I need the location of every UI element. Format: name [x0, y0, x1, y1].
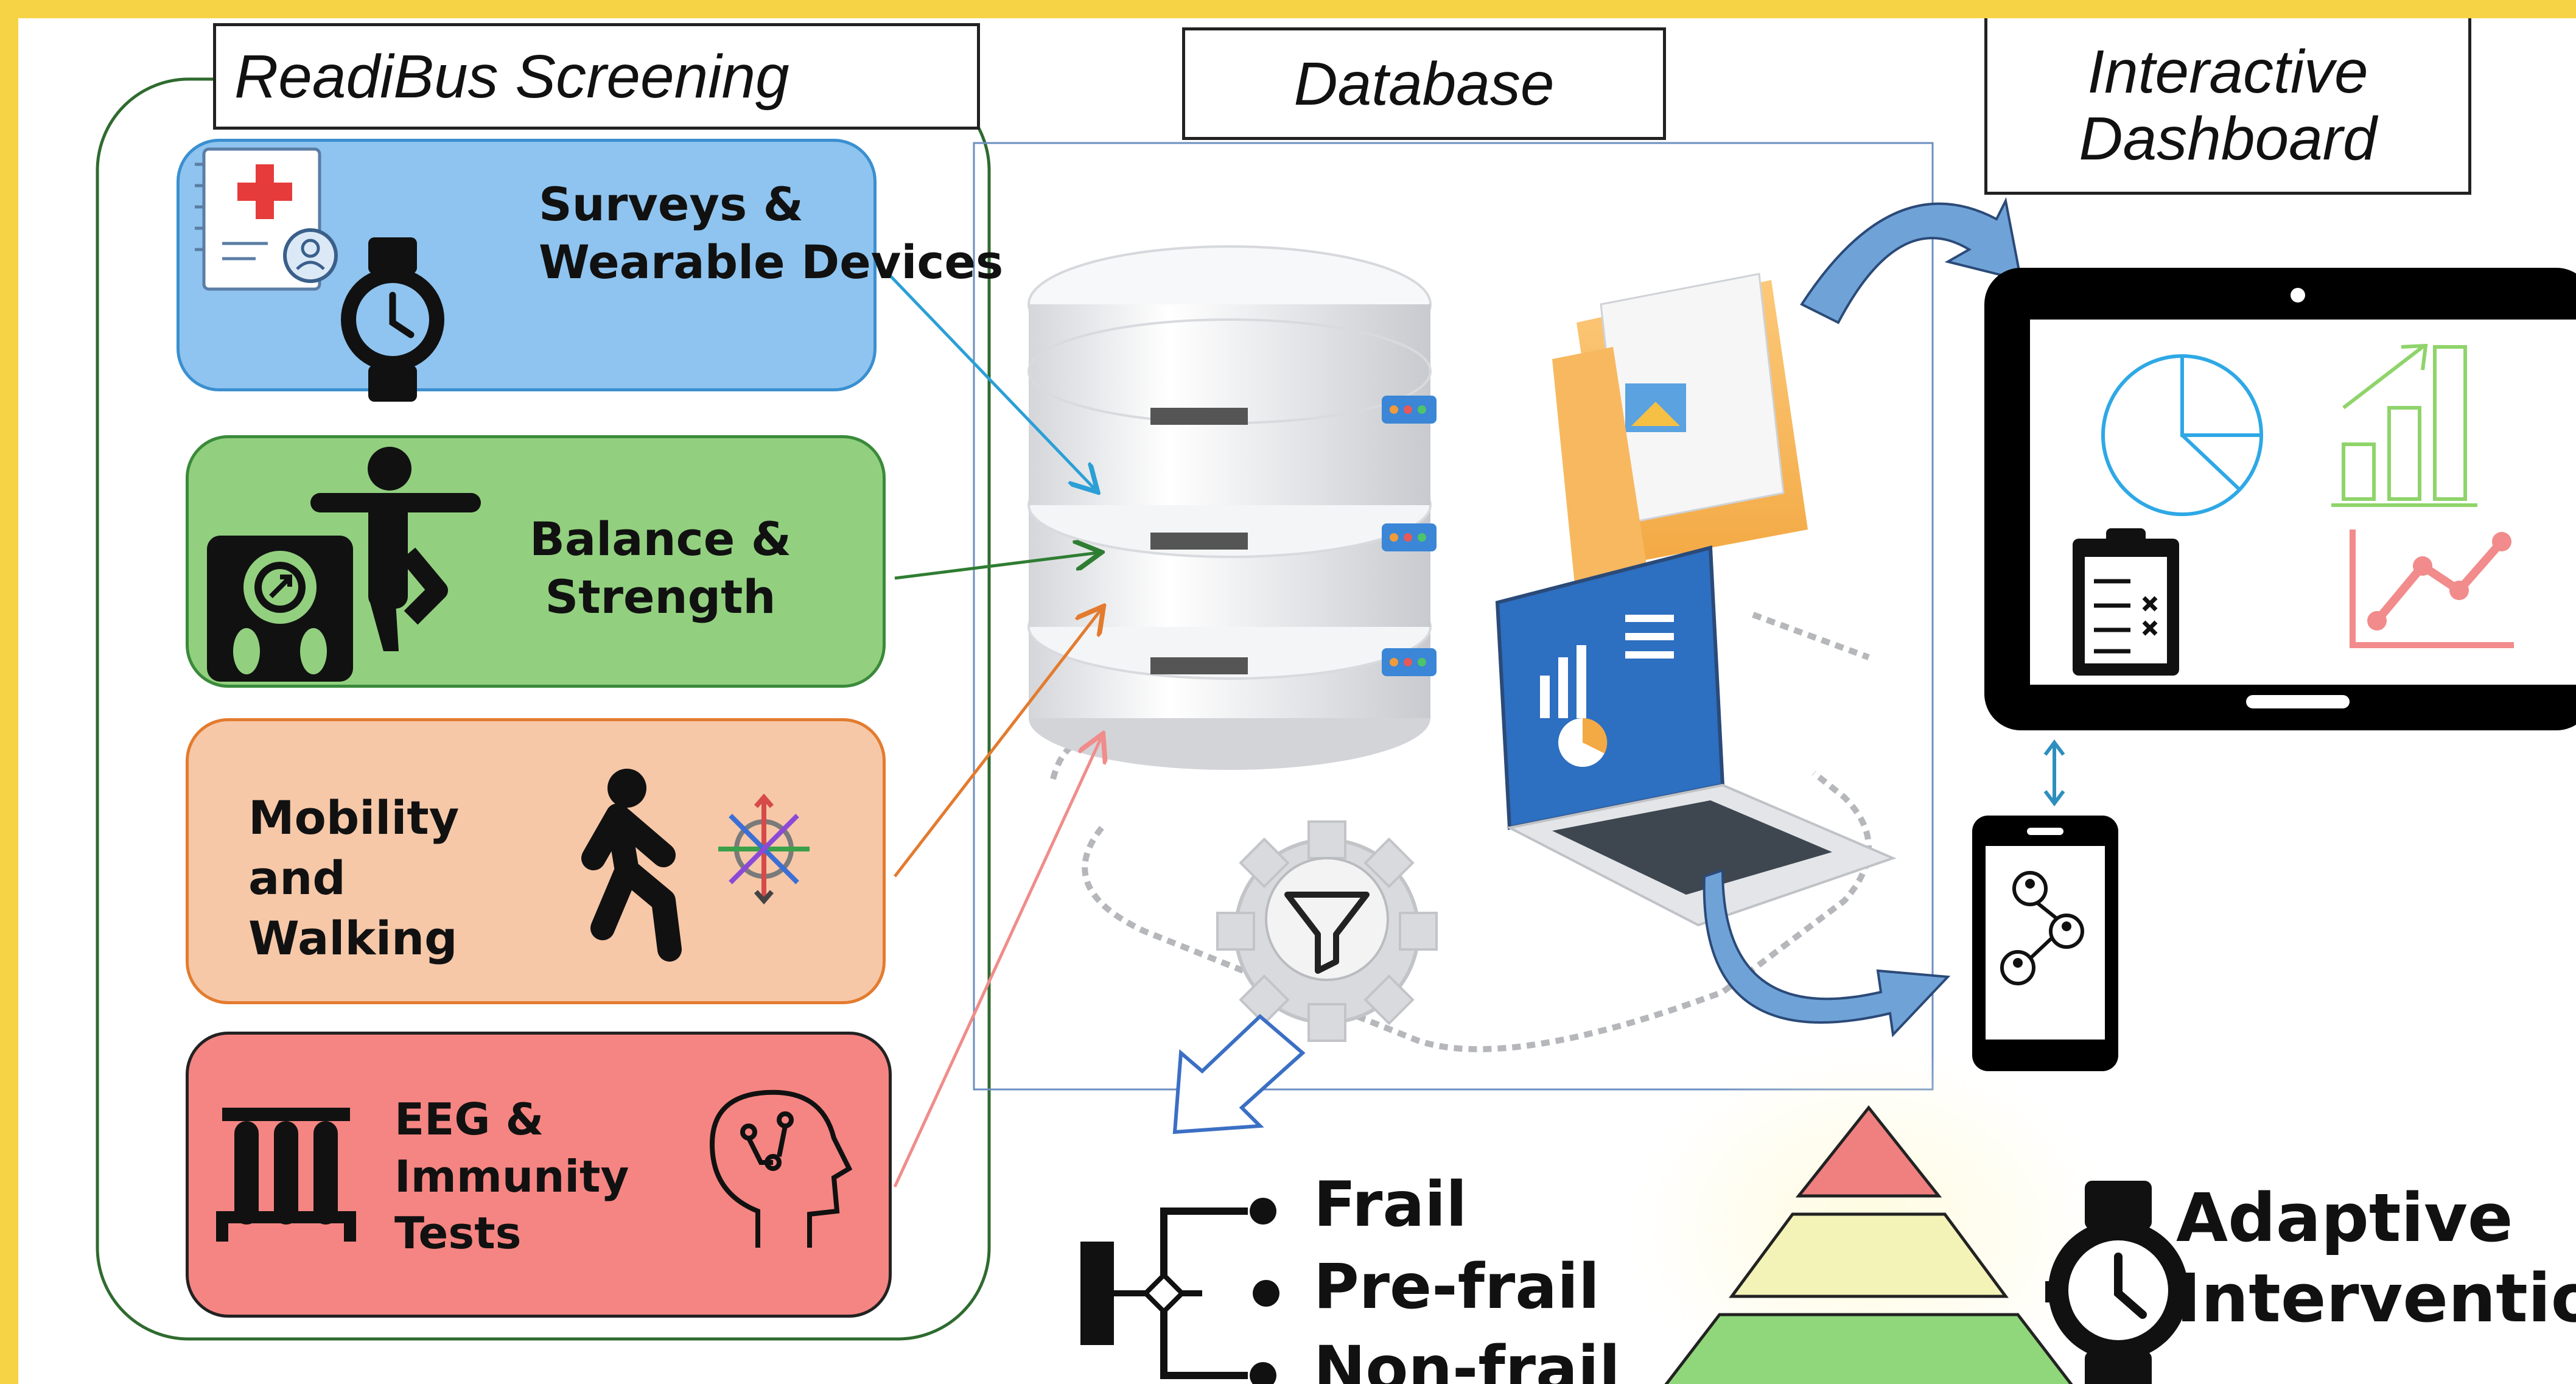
curved-arrow-to-phone: [1703, 868, 1951, 1038]
folder-icon: [1552, 273, 1808, 603]
mobility-label-line2: and: [248, 850, 346, 905]
mobility-label: Mobility and Walking: [248, 788, 459, 968]
smartphone-icon: [1972, 816, 2118, 1071]
tests-label: EEG & Immunity Tests: [394, 1091, 629, 1262]
surveys-label-line2: Wearable Devices: [539, 235, 1004, 289]
dashboard-title-line1: Interactive: [2087, 37, 2368, 106]
tests-label-line1: EEG &: [394, 1094, 544, 1145]
bar-chart-icon: [2331, 343, 2477, 507]
database-frame: [973, 142, 1934, 1091]
smartwatch-icon: [2045, 1181, 2188, 1384]
dashboard-title-line2: Dashboard: [2079, 104, 2377, 173]
sync-arrow-icon: [2043, 739, 2065, 806]
pyramid-icon: [1664, 1105, 2073, 1384]
database-title-box: Database: [1182, 27, 1666, 140]
intervention-label-line2: Intervention: [2176, 1259, 2576, 1337]
dashboard-title-box: Interactive Dashboard: [1984, 18, 2471, 195]
database-title: Database: [1293, 49, 1555, 118]
balance-label: Balance & Strength: [530, 510, 791, 626]
intervention-label: Adaptive Intervention: [2176, 1178, 2576, 1338]
arrow-mobility-to-db: [894, 609, 1102, 878]
clipboard-icon: [2073, 528, 2179, 676]
class-non-frail: Non-frail: [1314, 1333, 1620, 1384]
balance-label-line2: Strength: [545, 570, 776, 624]
screening-title-box: ReadiBus Screening: [213, 23, 980, 130]
tablet-icon: [1984, 268, 2576, 730]
filter-gear-icon: [1216, 820, 1438, 1042]
diagram-graphics: [96, 77, 2576, 1384]
classification-tree-icon: [1080, 1198, 1279, 1384]
class-frail: Frail: [1314, 1169, 1468, 1241]
line-chart-icon: [2350, 529, 2514, 648]
screening-title: ReadiBus Screening: [234, 42, 789, 111]
mobility-label-line3: Walking: [248, 910, 458, 965]
class-pre-frail: Pre-frail: [1314, 1251, 1600, 1323]
output-arrow-icon: [1172, 1013, 1306, 1134]
tests-label-line3: Tests: [394, 1208, 522, 1259]
surveys-label: Surveys & Wearable Devices: [539, 175, 1003, 291]
intervention-label-line1: Adaptive: [2176, 1179, 2513, 1257]
arrow-surveys-to-db: [881, 267, 1096, 490]
mobility-label-line1: Mobility: [248, 791, 460, 845]
tests-label-line2: Immunity: [394, 1150, 629, 1202]
surveys-label-line1: Surveys &: [539, 177, 803, 231]
arrow-tests-to-db: [893, 736, 1102, 1188]
curved-arrow-to-dashboard: [1800, 197, 2023, 324]
diagram-canvas: ReadiBus Screening Database Interactive …: [18, 18, 2576, 1384]
laptop-icon: [1495, 545, 1897, 927]
balance-label-line1: Balance &: [530, 512, 791, 566]
database-cylinder-icon: [1027, 245, 1437, 770]
pie-chart-icon: [2101, 354, 2263, 516]
arrow-balance-to-db: [894, 553, 1099, 580]
